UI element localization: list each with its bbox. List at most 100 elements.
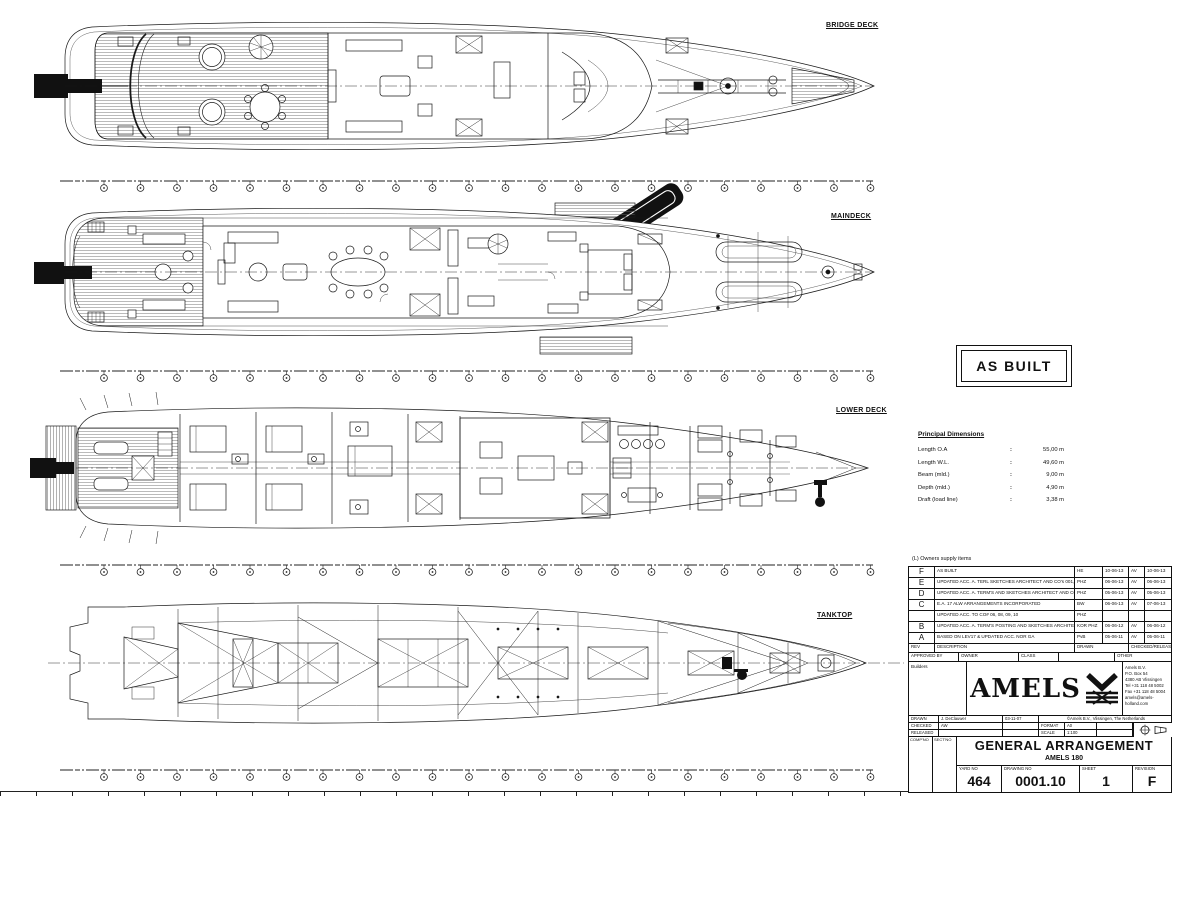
aft-teak-deck bbox=[73, 217, 204, 327]
revision-table-header: REV DESCRIPTION DRAWN CHECKED/RELEASED bbox=[909, 644, 1171, 653]
hull-outline bbox=[75, 407, 870, 529]
wardrobe bbox=[637, 233, 663, 245]
dimension-row: Depth (mld.):4,90 m bbox=[918, 484, 1064, 491]
galley-counter bbox=[447, 229, 459, 267]
crew-bunk bbox=[775, 435, 797, 448]
hatch bbox=[581, 493, 609, 515]
builders-cell: Builders bbox=[909, 662, 967, 715]
sofa bbox=[345, 39, 403, 52]
principal-dimensions: Principal Dimensions Length O.A:55,00 m … bbox=[918, 431, 1064, 507]
passerelle bbox=[34, 262, 92, 284]
revision-row: B UPDATED ACC. A. TERM'S POSTING AND SKE… bbox=[909, 622, 1171, 633]
sheet-cell: SHEET 1 bbox=[1080, 766, 1133, 792]
anchor-gear bbox=[814, 480, 827, 507]
wardrobe bbox=[637, 299, 663, 311]
side-balcony bbox=[539, 336, 633, 355]
frame-ruler-lower bbox=[28, 560, 878, 578]
frame-ruler-bridge bbox=[28, 176, 878, 194]
bridge-deck-plan bbox=[34, 21, 875, 151]
salon-sofa bbox=[227, 300, 279, 313]
signature-block: DRAWN J. DeClauwer 03-11-07 ©Amels B.V.,… bbox=[909, 716, 1174, 737]
crew-bunk bbox=[739, 429, 763, 443]
spa-pool bbox=[198, 98, 226, 126]
drawing-id-section: COMP'NO SECT'NO GENERAL ARRANGEMENT AMEL… bbox=[909, 737, 1171, 792]
title-block: F AS BUILT HE 10-06-13 AV 10-06-13 E UPD… bbox=[908, 566, 1174, 793]
galley-counter bbox=[447, 277, 459, 315]
copyright-text: ©Amels B.V., Vlissingen, The Netherlands bbox=[1066, 716, 1146, 721]
bridge-deck-label: BRIDGE DECK bbox=[826, 22, 879, 29]
revision-row: A BASED ON LEV17 & UPDATED ACC. NOR GA P… bbox=[909, 633, 1171, 644]
revision-row: C E.A. 17 ALW ARRANGEMENTS INCORPORATED … bbox=[909, 600, 1171, 611]
bow-teak bbox=[791, 67, 855, 105]
projection-symbol bbox=[1133, 723, 1174, 737]
as-built-stamp: AS BUILT bbox=[956, 345, 1072, 387]
tanktop-plan bbox=[48, 602, 904, 724]
company-row: Builders AMELS Amels B.V. P.O. Box 54 43… bbox=[909, 662, 1171, 716]
principal-dimensions-title: Principal Dimensions bbox=[918, 431, 985, 438]
revision-row: E UPDATED ACC. A. TERL SKETCHES ARCHITEC… bbox=[909, 578, 1171, 589]
hatch bbox=[415, 493, 443, 515]
hull-outline bbox=[69, 602, 867, 724]
hatch bbox=[581, 421, 609, 443]
amels-wordmark: AMELS bbox=[970, 673, 1081, 704]
superstructure bbox=[94, 32, 653, 140]
approval-header: APPROVED BY OWNER CLASS OTHER bbox=[909, 653, 1171, 662]
skylight-hatch bbox=[455, 118, 483, 137]
machinery bbox=[722, 657, 748, 680]
drawing-title: GENERAL ARRANGEMENT AMELS 180 bbox=[957, 737, 1171, 766]
revision-value: F bbox=[1147, 772, 1157, 789]
tanktop-label: TANKTOP bbox=[817, 612, 853, 619]
revision-row: D UPDATED ACC. A. TERM'S AND SKETCHES AR… bbox=[909, 589, 1171, 600]
tender-chock bbox=[715, 281, 803, 303]
guest-bed bbox=[265, 425, 303, 453]
owners-supply-note: (L) Owners supply items bbox=[912, 556, 972, 562]
skylight-hatch bbox=[409, 293, 441, 317]
dimension-row: Length O.A:55,00 m bbox=[918, 447, 1064, 453]
released-row: RELEASED SCALE 1:100 bbox=[909, 730, 1171, 737]
sofa bbox=[142, 233, 186, 245]
bridge-deck-drawing bbox=[34, 21, 875, 151]
revision-row: F AS BUILT HE 10-06-13 AV 10-06-13 bbox=[909, 567, 1171, 578]
yard-no-value: 464 bbox=[967, 772, 991, 789]
drawing-title-text: GENERAL ARRANGEMENT bbox=[974, 738, 1154, 753]
sofa bbox=[142, 299, 186, 311]
dimension-row: Beam (mld.):9,00 m bbox=[918, 472, 1064, 478]
dimension-row: Draft (load line):3,38 m bbox=[918, 497, 1064, 503]
lower-deck-plan bbox=[30, 391, 870, 545]
guest-bed bbox=[189, 425, 227, 453]
drawing-number-row: YARD NO 464 DRAWING NO 0001.10 SHEET 1 R… bbox=[957, 766, 1171, 792]
lower-deck-drawing bbox=[30, 391, 870, 545]
guest-bed bbox=[265, 483, 303, 511]
frame-ruler-tanktop bbox=[28, 765, 878, 783]
stern-ticks bbox=[79, 391, 159, 545]
sect-no-cell: SECT'NO bbox=[933, 737, 957, 792]
checked-row: CHECKED AW FORMAT A0 bbox=[909, 723, 1171, 730]
hatch bbox=[415, 421, 443, 443]
tender-chock bbox=[715, 241, 803, 263]
mooring-hatch bbox=[665, 37, 689, 54]
drawing-no-value: 0001.10 bbox=[1015, 772, 1066, 789]
company-address: Amels B.V. P.O. Box 54 4380 AB Vlissinge… bbox=[1125, 665, 1166, 706]
tanktop-drawing bbox=[48, 602, 904, 724]
crew-bunk bbox=[697, 425, 723, 439]
lower-deck-label: LOWER DECK bbox=[836, 407, 887, 414]
sheet-value: 1 bbox=[1102, 772, 1110, 789]
main-deck-drawing bbox=[34, 183, 875, 355]
frame-ruler-main bbox=[28, 366, 878, 384]
as-built-stamp-text: AS BUILT bbox=[961, 350, 1067, 382]
deck-table bbox=[249, 91, 281, 123]
side-balcony bbox=[554, 202, 636, 218]
drawing-subtitle: AMELS 180 bbox=[1044, 755, 1084, 763]
revision-cell: REVISION F bbox=[1133, 766, 1171, 792]
drawn-row: DRAWN J. DeClauwer 03-11-07 ©Amels B.V.,… bbox=[909, 716, 1171, 723]
skylight-hatch bbox=[409, 227, 441, 251]
salon-sofa bbox=[227, 231, 279, 244]
yard-no-cell: YARD NO 464 bbox=[957, 766, 1002, 792]
hull-outline bbox=[64, 21, 875, 151]
skylight-hatch bbox=[455, 35, 483, 54]
aft-stairs bbox=[87, 221, 105, 233]
stairs bbox=[157, 431, 173, 457]
vip-bed bbox=[347, 445, 393, 477]
revision-row: UPDATED ACC. TO CO# 06, 08, 09, 10 PHZ bbox=[909, 611, 1171, 622]
